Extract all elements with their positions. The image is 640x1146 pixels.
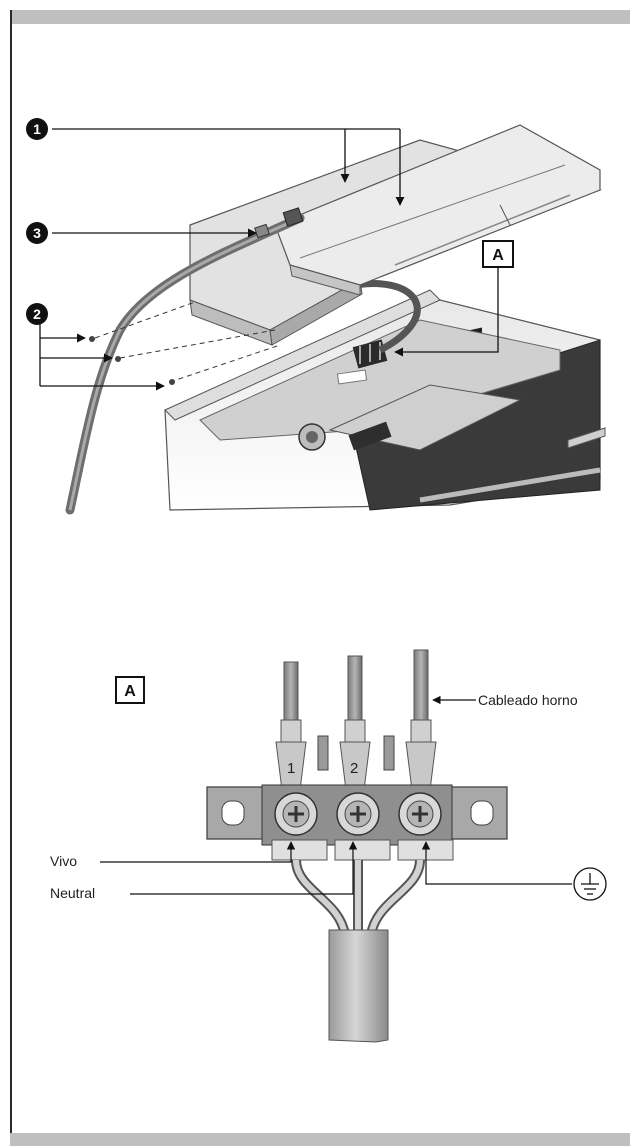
callout-3-badge	[26, 222, 48, 244]
oven-wires: 1 2	[275, 649, 437, 791]
terminal-screws	[274, 792, 442, 836]
callout-1: 1	[26, 118, 405, 206]
left-margin-rule	[10, 10, 12, 1146]
terminal-number-1: 1	[287, 760, 295, 777]
callout-3: 3	[26, 222, 257, 244]
terminal-number-2: 2	[350, 760, 358, 777]
detail-marker-bottom-letter: A	[124, 683, 136, 700]
detail-marker-top: A	[394, 240, 514, 357]
ground-callout	[421, 841, 607, 901]
callout-2: 2	[26, 303, 165, 391]
exploded-view: 1 3 2 A	[26, 118, 606, 515]
neutral-label: Neutral	[50, 885, 95, 901]
neutral-callout: Neutral	[50, 841, 358, 901]
supply-cable	[65, 207, 305, 515]
cover-plates	[189, 124, 602, 346]
header-bar	[10, 10, 630, 24]
terminal-detail: A 1 2	[50, 649, 607, 1043]
footer-bar	[10, 1133, 630, 1146]
callout-1-badge	[26, 118, 48, 140]
oven-wiring-callout: Cableado horno	[432, 692, 578, 708]
supply-wires	[291, 859, 425, 1043]
ground-symbol-icon	[573, 867, 607, 901]
callout-1-number: 1	[33, 121, 41, 137]
callout-2-badge	[26, 303, 48, 325]
live-label: Vivo	[50, 853, 77, 869]
detail-marker-top-letter: A	[492, 247, 504, 264]
live-callout: Vivo	[50, 841, 296, 869]
oven-wiring-label: Cableado horno	[478, 692, 578, 708]
screw-paths	[89, 301, 281, 385]
callout-2-number: 2	[33, 306, 41, 322]
callout-3-number: 3	[33, 225, 41, 241]
